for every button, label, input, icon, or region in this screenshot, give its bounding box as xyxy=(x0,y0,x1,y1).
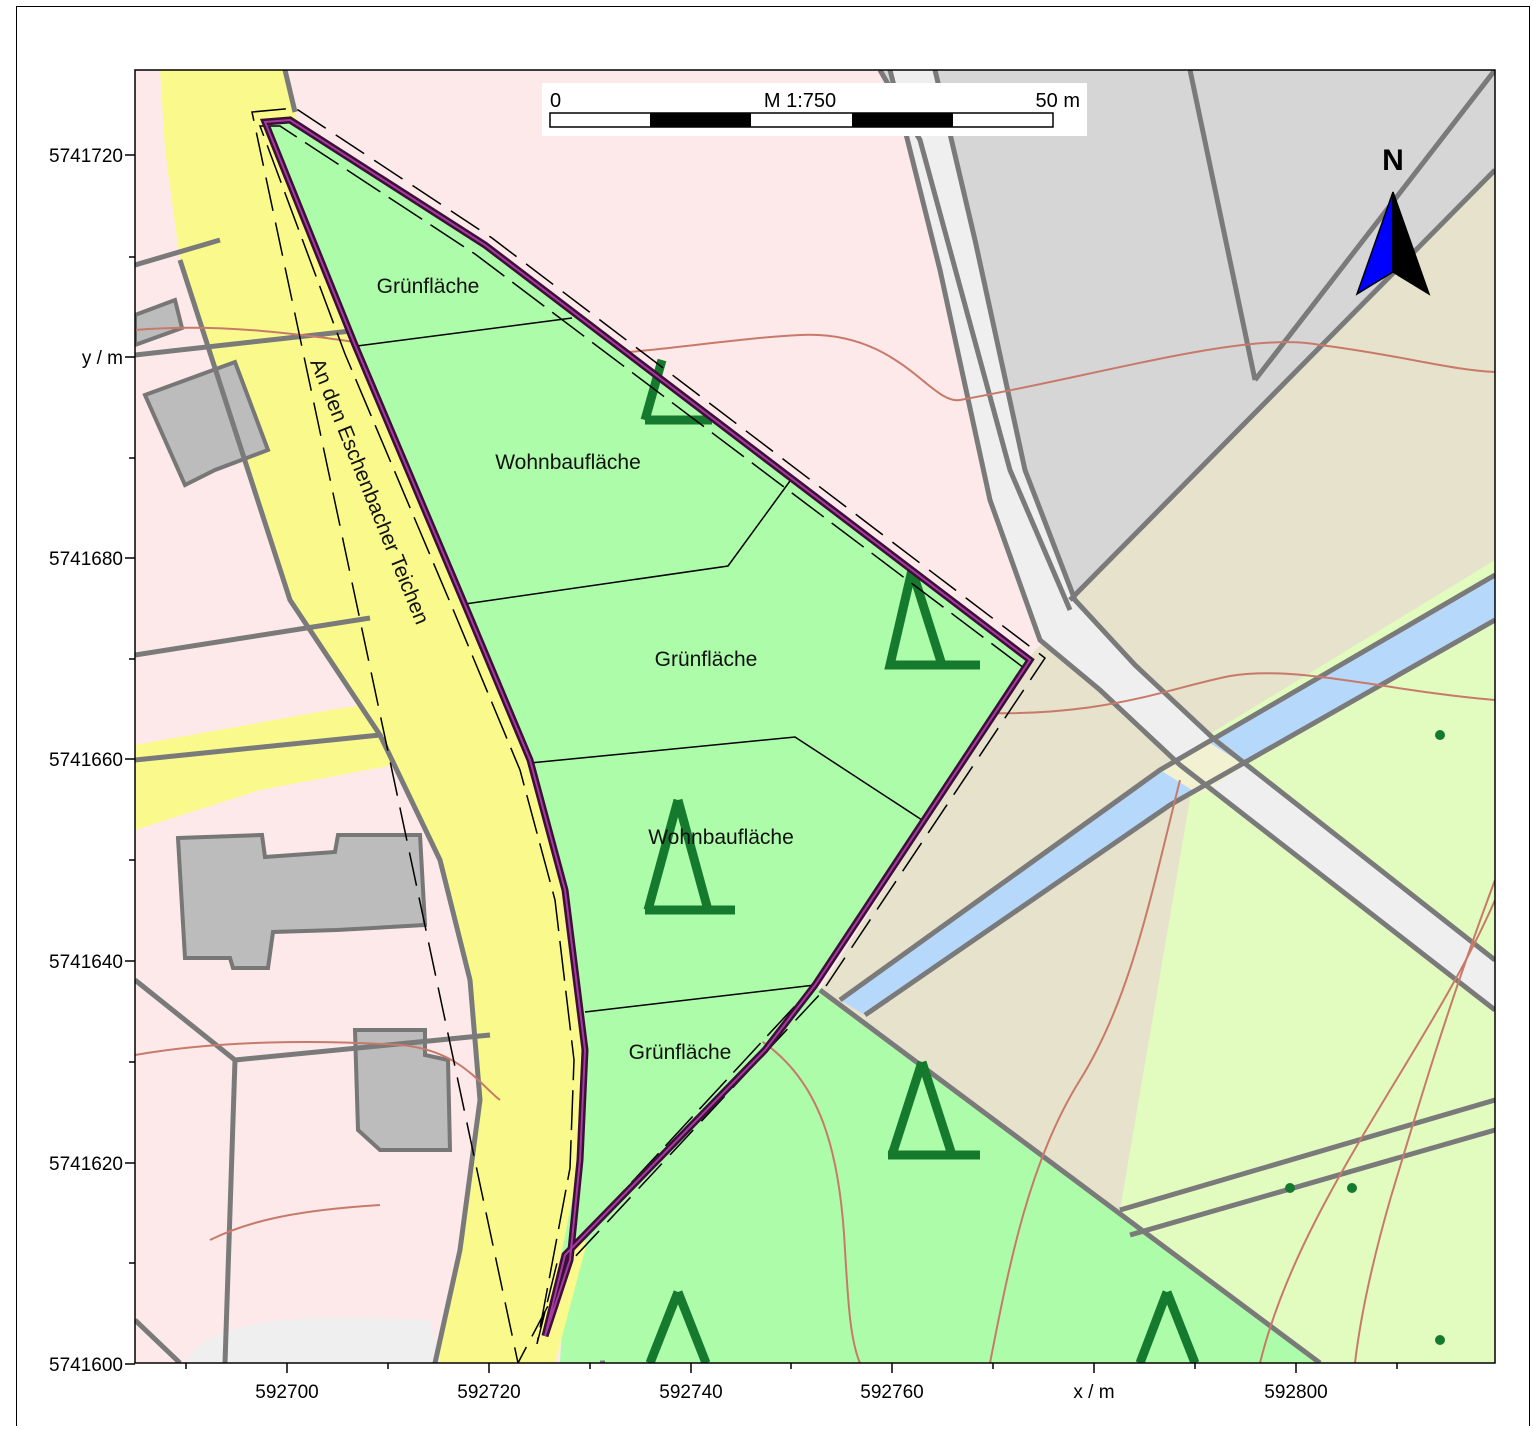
green-area-south xyxy=(560,985,1320,1363)
building xyxy=(175,832,428,970)
forest-symbol xyxy=(643,798,735,915)
map-border xyxy=(134,69,1496,1364)
x-tick-label: 592720 xyxy=(457,1382,520,1403)
footpath-south xyxy=(185,1317,440,1363)
area-label: Wohnbaufläche xyxy=(495,451,641,474)
scale-bar-end: 50 m xyxy=(1036,90,1080,112)
x-axis-label: x / m xyxy=(1073,1382,1114,1403)
tree-dots xyxy=(1285,730,1445,1345)
map-content: Grünfläche Wohnbaufläche Grünfläche Wohn… xyxy=(135,70,1495,1363)
x-axis-ticks xyxy=(185,1363,1398,1373)
y-tick-label: 5741660 xyxy=(49,750,123,771)
scale-bar: 0 M 1:750 50 m xyxy=(542,83,1087,136)
scale-text: M 1:750 xyxy=(764,90,836,112)
x-tick-label: 592740 xyxy=(659,1382,722,1403)
north-label: N xyxy=(1382,144,1404,177)
x-tick-label: 592700 xyxy=(255,1382,318,1403)
y-axis-label: y / m xyxy=(82,348,123,369)
water-channel xyxy=(840,575,1495,1015)
scale-bar-start: 0 xyxy=(550,90,561,112)
forest-symbol xyxy=(884,568,980,670)
area-label: Grünfläche xyxy=(629,1041,732,1064)
building xyxy=(142,359,271,488)
forest-symbol xyxy=(1135,1290,1200,1363)
y-tick-label: 5741600 xyxy=(49,1355,123,1376)
parcel-boundaries xyxy=(135,70,1495,1363)
north-arrow-east-half xyxy=(1392,191,1431,296)
planning-area xyxy=(265,120,1030,1336)
x-tick-label: 592760 xyxy=(860,1382,923,1403)
forest-symbol xyxy=(645,1290,711,1363)
main-road xyxy=(160,70,595,1363)
north-arrow: N xyxy=(1355,144,1431,296)
x-tick-label: 592800 xyxy=(1264,1382,1327,1403)
area-label: Grünfläche xyxy=(377,275,480,298)
subdivision-lines xyxy=(356,317,923,1013)
footpath xyxy=(890,70,1495,1010)
forest-symbols xyxy=(640,358,1200,1363)
forest-symbol xyxy=(887,1060,980,1160)
area-label: Wohnbaufläche xyxy=(648,826,794,849)
y-tick-label: 5741680 xyxy=(49,549,123,570)
grey-parcel xyxy=(880,70,1495,610)
y-axis-ticks xyxy=(125,154,135,1365)
x-axis-labels: 592700 592720 592740 592760 x / m 592800 xyxy=(255,1382,1327,1403)
building xyxy=(352,1028,453,1152)
y-tick-label: 5741640 xyxy=(49,952,123,973)
area-label: Grünfläche xyxy=(655,648,758,671)
bridge xyxy=(1160,740,1245,795)
planning-boundary-outer xyxy=(251,107,1047,1363)
scale-bar-segment xyxy=(852,113,953,127)
y-tick-label: 5741620 xyxy=(49,1154,123,1175)
forest-symbol xyxy=(640,358,712,425)
side-road xyxy=(135,700,420,830)
y-axis-labels: 5741720 y / m 5741680 5741660 5741640 57… xyxy=(49,146,123,1376)
map-frame xyxy=(16,6,1530,1426)
y-tick-label: 5741720 xyxy=(49,146,123,167)
planning-boundary-inner xyxy=(258,125,1026,1345)
planning-boundary-highlight xyxy=(263,118,1032,1337)
scale-bar-outline xyxy=(549,112,1054,128)
scale-bar-segment xyxy=(650,113,751,127)
